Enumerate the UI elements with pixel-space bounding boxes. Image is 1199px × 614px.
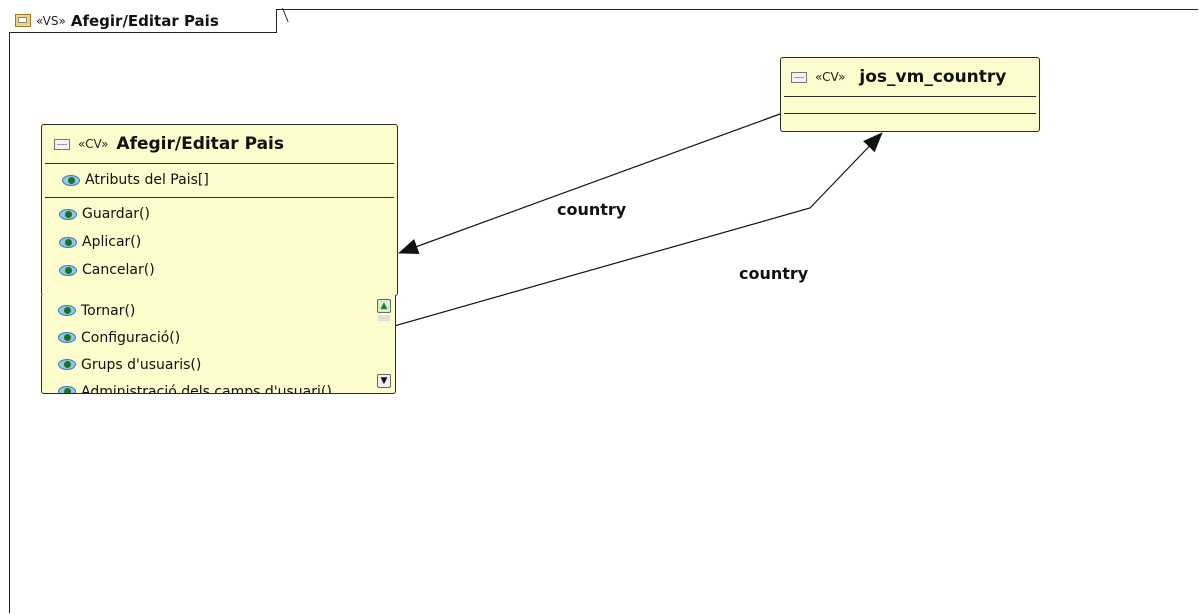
operation-eye-icon bbox=[58, 263, 78, 278]
scroll-track[interactable] bbox=[378, 315, 390, 321]
divider bbox=[45, 197, 394, 198]
class-box-jos-vm-country[interactable]: «CV» jos_vm_country bbox=[780, 57, 1040, 132]
operation-eye-icon bbox=[57, 384, 77, 393]
connector-label: country bbox=[557, 200, 627, 219]
divider bbox=[784, 113, 1036, 114]
folder-diagram-icon bbox=[15, 14, 31, 27]
connector-country-to-pais[interactable] bbox=[398, 113, 781, 255]
class-stereotype: «CV» bbox=[78, 137, 109, 151]
frame-title: Afegir/Editar Pais bbox=[70, 11, 219, 30]
connector-label: country bbox=[739, 264, 809, 283]
class-name: Afegir/Editar Pais bbox=[116, 134, 285, 154]
list-item[interactable]: Tornar() bbox=[42, 297, 395, 324]
attribute-eye-icon bbox=[61, 173, 81, 188]
attributes-compartment bbox=[781, 97, 1039, 113]
operation-eye-icon bbox=[57, 357, 77, 372]
operation-label: Aplicar() bbox=[82, 234, 142, 250]
attributes-compartment: Atributs del Pais[] bbox=[42, 164, 397, 197]
class-icon bbox=[54, 138, 70, 150]
attribute-label: Atributs del Pais[] bbox=[85, 172, 209, 188]
list-item-label: Administració dels camps d'usuari() bbox=[81, 383, 332, 394]
diagram-frame bbox=[9, 9, 1198, 613]
list-item-label: Grups d'usuaris() bbox=[81, 356, 202, 373]
scroll-down-button[interactable]: ▼ bbox=[377, 374, 391, 388]
operation-label: Guardar() bbox=[82, 206, 150, 222]
operation-eye-icon bbox=[57, 330, 77, 345]
divider bbox=[784, 96, 1036, 97]
list-item-label: Configuració() bbox=[81, 329, 181, 346]
list-item[interactable]: Grups d'usuaris() bbox=[42, 351, 395, 378]
attribute-row[interactable]: Atributs del Pais[] bbox=[42, 166, 397, 194]
frame-stereotype: «VS» bbox=[36, 13, 66, 28]
class-name: jos_vm_country bbox=[859, 67, 1007, 87]
operation-label: Cancelar() bbox=[82, 262, 155, 278]
operations-scroll-list[interactable]: Tornar() Configuració() Grups d'usuaris(… bbox=[41, 295, 396, 394]
list-item[interactable]: Configuració() bbox=[42, 324, 395, 351]
operation-eye-icon bbox=[58, 207, 78, 222]
operation-eye-icon bbox=[58, 235, 78, 250]
operation-row[interactable]: Cancelar() bbox=[42, 256, 397, 284]
scroll-up-button[interactable]: ▲ bbox=[377, 299, 391, 313]
operation-eye-icon bbox=[57, 303, 77, 318]
frame-tab[interactable]: «VS» Afegir/Editar Pais bbox=[9, 9, 277, 33]
operation-row[interactable]: Aplicar() bbox=[42, 228, 397, 256]
list-item-label: Tornar() bbox=[81, 302, 136, 319]
operation-row[interactable]: Guardar() bbox=[42, 200, 397, 228]
class-box-afegir-editar-pais[interactable]: «CV» Afegir/Editar Pais Atributs del Pai… bbox=[41, 124, 398, 296]
class-header: «CV» Afegir/Editar Pais bbox=[42, 125, 397, 163]
operations-compartment: Guardar() Aplicar() Cancelar() bbox=[42, 198, 397, 284]
class-header: «CV» jos_vm_country bbox=[781, 58, 1039, 96]
class-stereotype: «CV» bbox=[815, 70, 846, 84]
divider bbox=[45, 163, 394, 164]
connector-pais-to-country[interactable] bbox=[379, 132, 883, 331]
class-icon bbox=[791, 71, 807, 83]
list-item[interactable]: Administració dels camps d'usuari() bbox=[42, 378, 395, 394]
